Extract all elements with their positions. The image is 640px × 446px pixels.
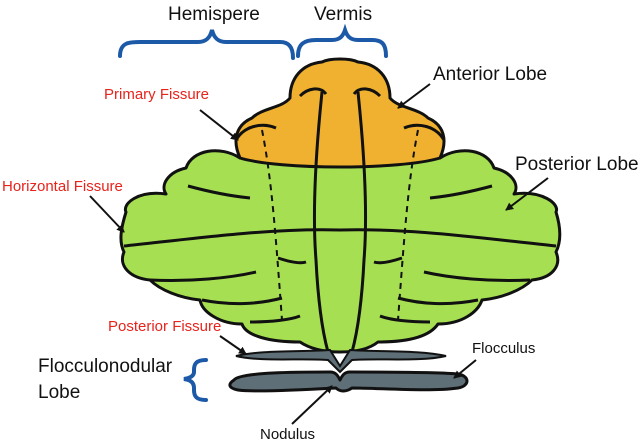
arrow-flocculus [453, 359, 477, 379]
flocculonodular-lobe-label-line1: Flocculonodular [38, 356, 173, 377]
hemisphere-label: Hemispere [168, 4, 260, 25]
arrow-posterior-lobe [505, 177, 549, 211]
vermis-bracket [296, 23, 388, 58]
arrow-horizontal-fissure [89, 195, 125, 233]
flocculonodular-lobe-shape [228, 370, 469, 393]
arrow-nodulus [291, 385, 333, 425]
arrow-anterior-lobe [397, 83, 431, 109]
anterior-lobe-shape [234, 57, 446, 169]
posterior-lobe-shape [119, 149, 562, 354]
arrow-posterior-fissure [219, 335, 247, 355]
horizontal-fissure-line [123, 228, 557, 248]
flocculonodular-lobe-label-line2: Lobe [38, 382, 81, 403]
primary-fissure-label: Primary Fissure [104, 86, 210, 103]
posterior-fissure-label: Posterior Fissure [108, 318, 222, 335]
flocculonodular-bracket [183, 358, 208, 402]
hemisphere-bracket [118, 29, 295, 60]
vermis-label: Vermis [314, 4, 373, 25]
posterior-lobe-label: Posterior Lobe [515, 154, 639, 175]
horizontal-fissure-label: Horizontal Fissure [2, 178, 123, 195]
posterior-fissure-strip [235, 348, 447, 374]
anterior-lobe-label: Anterior Lobe [433, 64, 548, 85]
nodulus-label: Nodulus [260, 426, 316, 443]
arrow-primary-fissure [199, 109, 239, 141]
flocculus-label: Flocculus [472, 340, 536, 357]
